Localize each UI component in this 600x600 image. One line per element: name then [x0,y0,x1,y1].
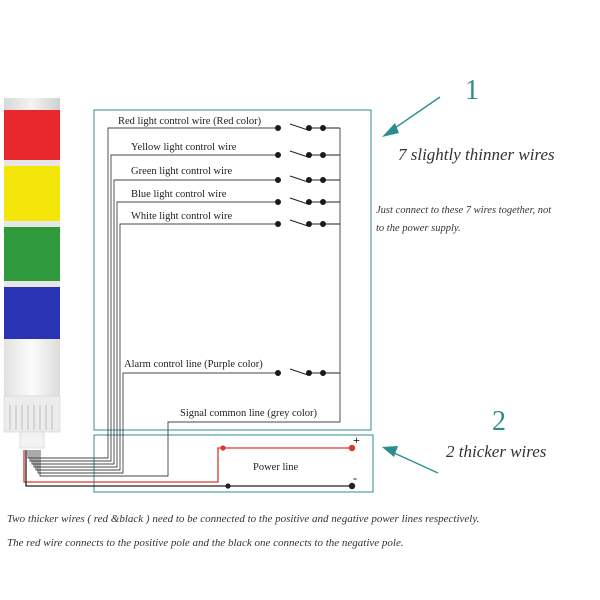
tower-cap [4,98,60,110]
tower-divider [4,281,60,287]
red-wire-left-dot [220,445,226,451]
callout-2-arrow [382,446,439,474]
tower-base [3,395,61,433]
callout-1-note-line1: Just connect to these 7 wires together, … [376,205,552,216]
tower-white-segment [4,339,60,396]
tower-yellow-segment [4,166,60,221]
tower-base-ribs [9,405,53,430]
tower-divider [4,221,60,227]
footer-line-1: Two thicker wires ( red &black ) need to… [7,513,480,525]
power-line-label: Power line [253,462,299,473]
switch-green [289,175,340,183]
tower-cable-gland [19,431,45,449]
callout-1-number: 1 [465,75,479,106]
callout-1-arrow [382,96,441,137]
control-wires [27,127,341,477]
negative-power-wire [25,450,352,487]
callout-1-note-line2: to the power supply. [376,223,461,234]
black-wire-left-dot [225,483,231,489]
red-control-wire [27,127,277,459]
red-wire-label: Red light control wire (Red color) [118,116,262,127]
green-control-wire [31,179,277,465]
switch-yellow [289,150,340,158]
plus-sign: + [353,433,360,447]
switch-blue [289,197,340,205]
green-wire-label: Green light control wire [131,166,233,177]
callout-2-heading: 2 thicker wires [446,442,547,461]
positive-terminal [348,444,356,452]
negative-terminal [348,482,356,490]
positive-power-wire [23,447,352,483]
minus-sign: - [353,471,357,485]
callout-2-number: 2 [492,406,506,437]
alarm-wire-label: Alarm control line (Purple color) [124,359,263,370]
callout-1-heading: 7 slightly thinner wires [398,145,555,164]
tower-light [3,98,61,449]
switch-red [289,123,340,131]
tower-divider [4,160,60,166]
control-wires-box [93,109,372,431]
switch-alarm [289,368,340,376]
blue-control-wire [33,201,277,468]
yellow-wire-label: Yellow light control wire [131,142,237,153]
switch-dots [275,125,326,376]
white-control-wire [35,223,277,471]
tower-blue-segment [4,287,60,339]
tower-green-segment [4,227,60,281]
power-wires-box [93,434,374,493]
yellow-control-wire [29,154,277,462]
relay-switches [275,123,340,376]
signal-wire-label: Signal common line (grey color) [180,408,318,419]
footer-line-2: The red wire connects to the positive po… [7,537,404,549]
switch-white [289,219,340,227]
white-wire-label: White light control wire [131,211,233,222]
power-wires [23,444,356,490]
blue-wire-label: Blue light control wire [131,189,227,200]
alarm-control-wire [37,372,277,474]
tower-red-segment [4,110,60,160]
